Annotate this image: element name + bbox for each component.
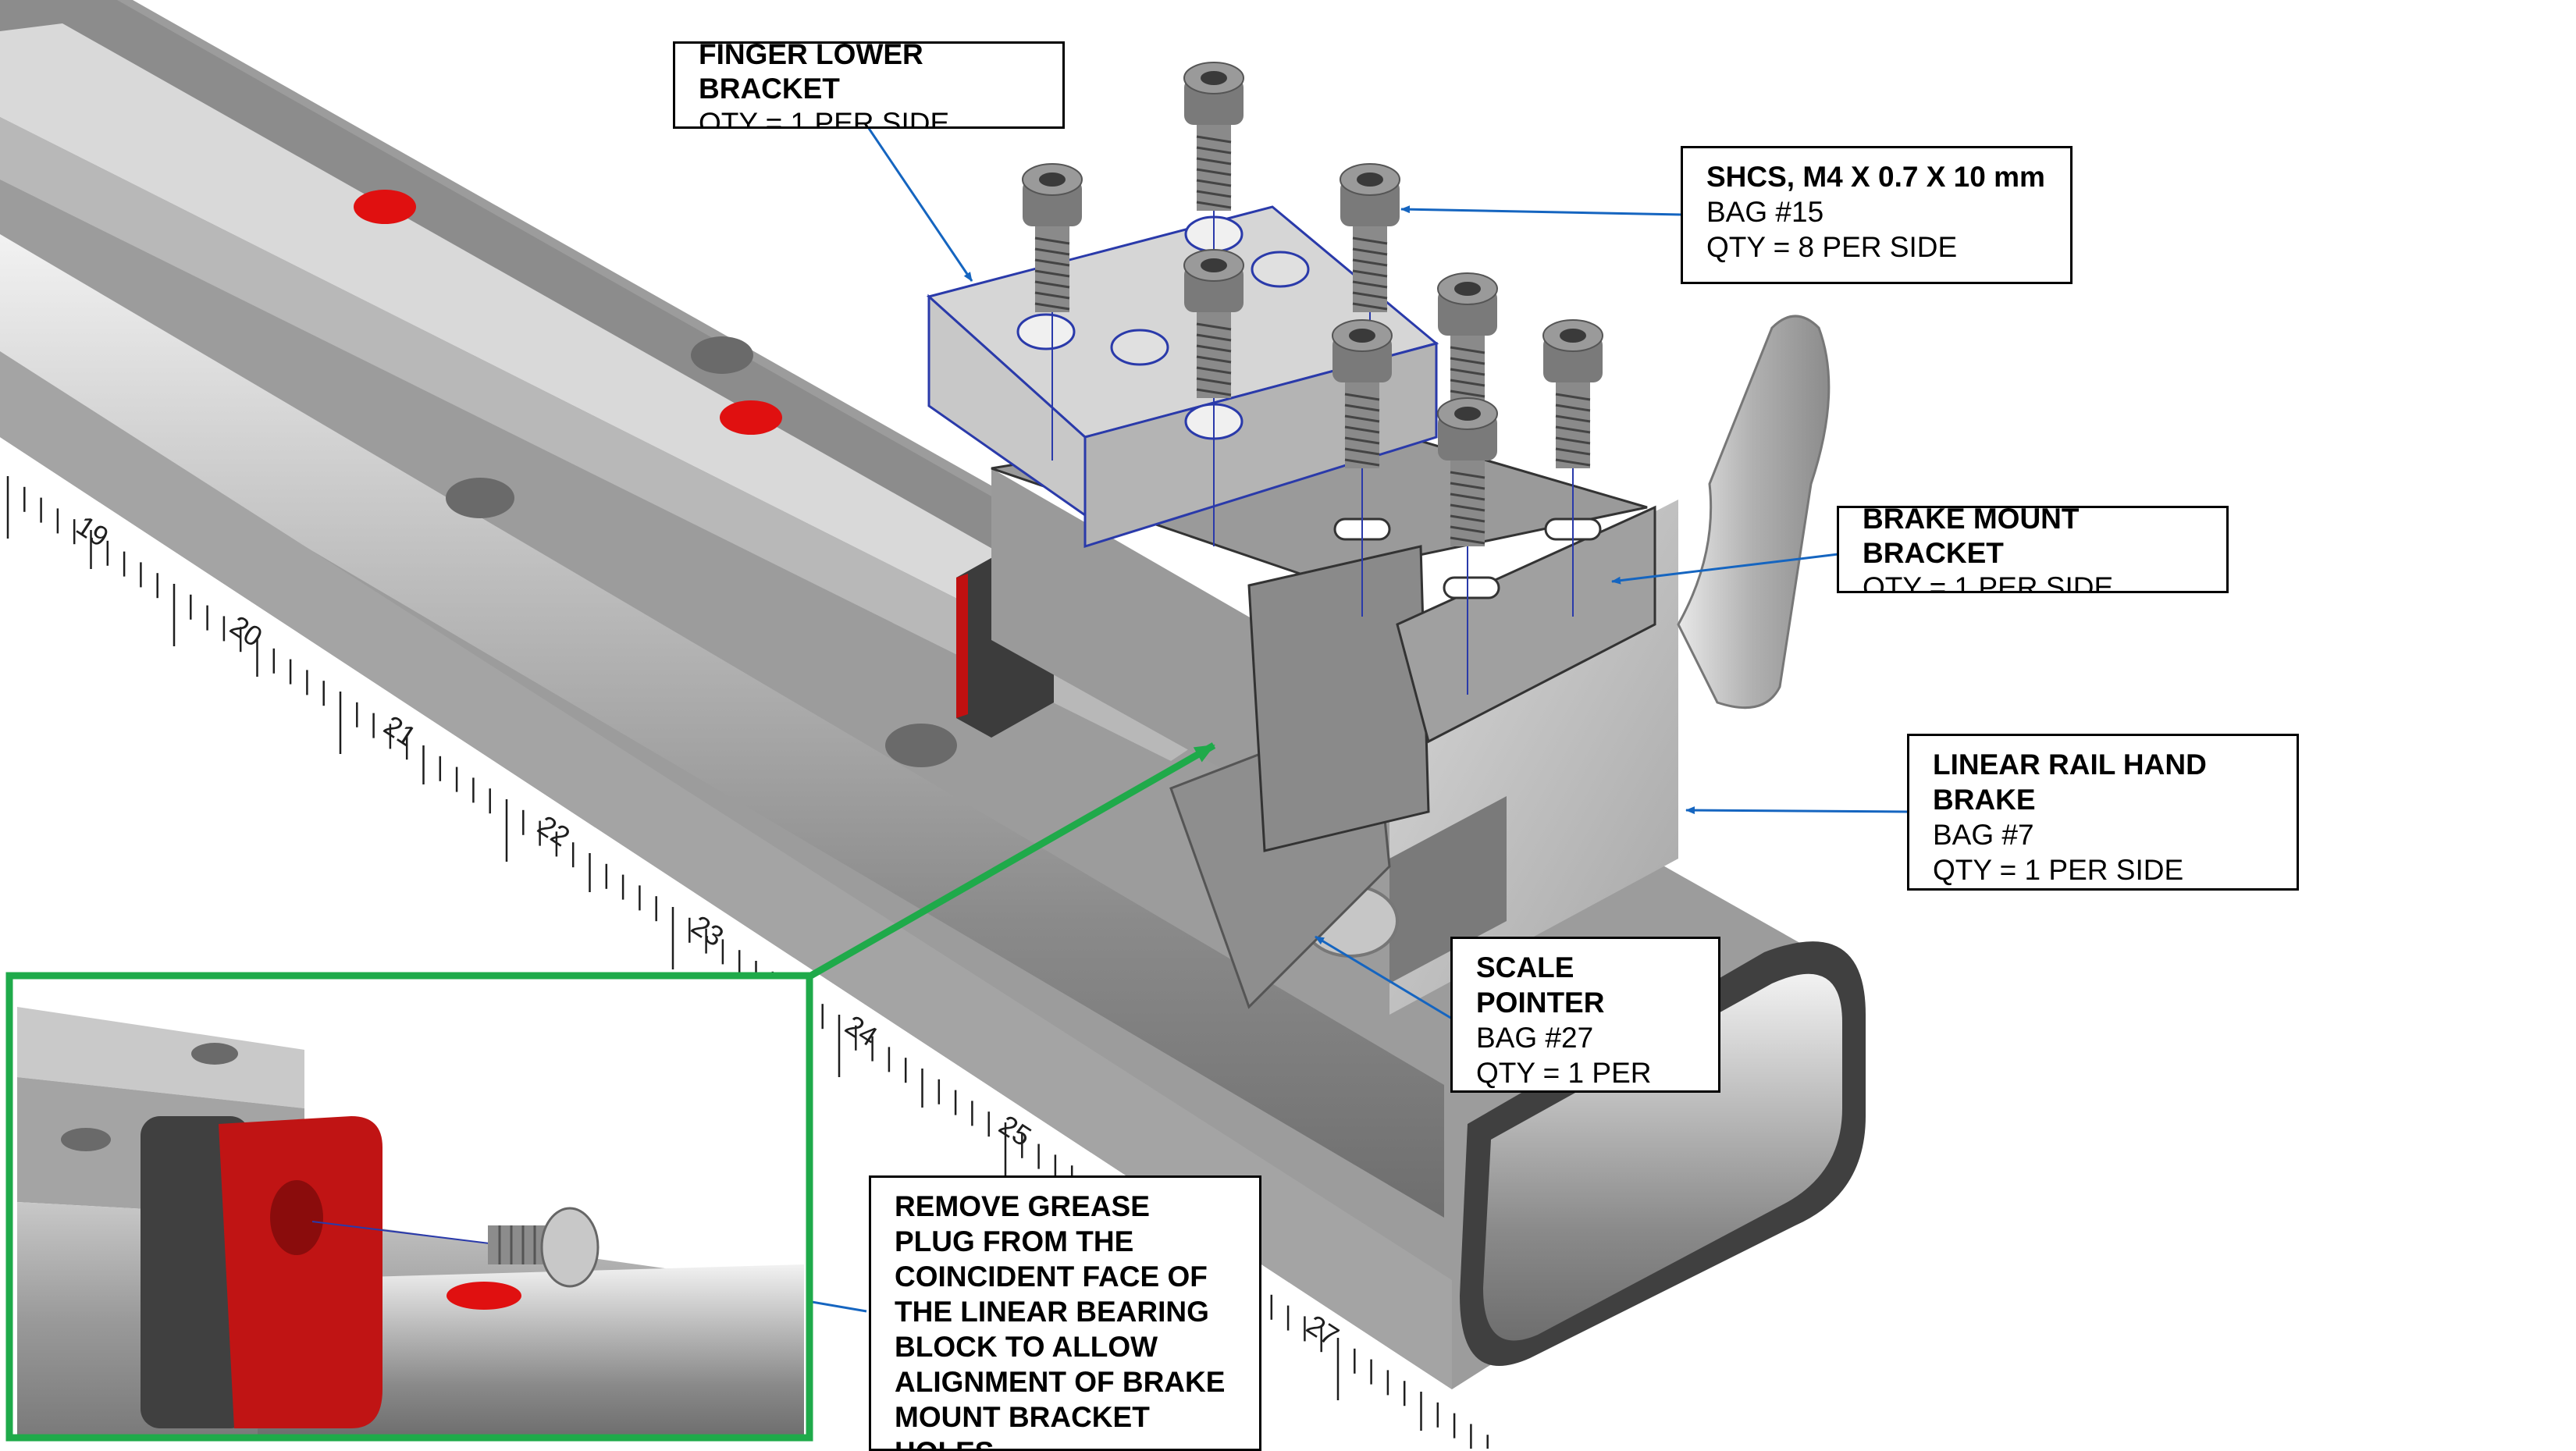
grease-plug-marker [354,190,416,224]
callout-title: FINGER LOWER BRACKET [699,41,923,105]
scale-strip [0,351,1452,1389]
leader-finger-lower-bracket [865,124,973,282]
callout-qty: QTY = 1 PER SIDE [699,107,950,129]
callout-title: SCALE POINTER [1476,951,1605,1019]
detail-bolt-hole [191,1043,238,1065]
leader-brake-mount-bracket [1611,553,1839,585]
scale-tick-label: 22 [532,809,576,852]
callout-title: SHCS, M4 X 0.7 X 10 mm [1706,161,2045,193]
shcs-screws [1022,62,1603,695]
rail-bolt-hole [691,336,753,374]
callout-bag: BAG #7 [1933,819,2034,851]
bracket-hole [1110,329,1169,366]
rail-bolt-hole [885,724,957,767]
callout-qty: QTY = 1 PER SIDE [1863,571,2114,593]
slot [1443,576,1500,599]
bracket-hole [1251,251,1310,288]
leader-shcs [1400,205,1683,216]
callout-shcs: SHCS, M4 X 0.7 X 10 mm BAG #15 QTY = 8 P… [1681,146,2073,284]
linear-rail [0,0,1866,1389]
callout-title: BRAKE MOUNT BRACKET [1863,506,2080,569]
callout-qty: QTY = 1 PER SIDE [1933,854,2184,886]
shcs-screw [1437,397,1498,695]
scale-tick-label: 20 [225,609,269,653]
leader-hand-brake [1685,806,1909,815]
detail-seal-red [219,1116,382,1428]
shcs-screw [1183,62,1244,359]
detail-grease-port [270,1180,323,1255]
leader-scale-pointer [1315,935,1453,1020]
rail-bolt-hole [446,478,514,518]
shcs-screw [1340,163,1400,461]
scale-tick-label: 21 [379,709,422,752]
bracket-hole [1016,313,1076,350]
callout-linear-rail-hand-brake: LINEAR RAIL HAND BRAKE BAG #7 QTY = 1 PE… [1907,734,2299,891]
callout-qty: QTY = 8 PER SIDE [1706,231,1958,263]
grease-plug-marker [720,400,782,435]
shcs-screw [1332,319,1393,617]
callout-bag: BAG #15 [1706,196,1824,228]
callout-note-text: REMOVE GREASE PLUG FROM THE COINCIDENT F… [895,1190,1226,1449]
hand-brake-lever [1677,315,1831,709]
callout-brake-mount-bracket: BRAKE MOUNT BRACKET QTY = 1 PER SIDE [1837,506,2229,593]
scale-tick-label: 24 [840,1008,884,1052]
callout-finger-lower-bracket: FINGER LOWER BRACKET QTY = 1 PER SIDE [673,41,1065,129]
shcs-screw [1542,319,1603,617]
callout-scale-pointer: SCALE POINTER BAG #27 QTY = 1 PER SIDE [1450,937,1720,1093]
shcs-screw [1022,163,1083,461]
callout-qty: QTY = 1 PER SIDE [1476,1057,1652,1089]
scale-tick-label: 25 [994,1108,1037,1152]
detail-frame [5,972,813,1442]
detail-inset [5,972,813,1442]
detail-arrow [802,742,1216,983]
callout-bag: BAG #27 [1476,1022,1594,1054]
detail-bolt-hole [61,1128,111,1151]
detail-grease-plug-hole [447,1282,521,1310]
grease-plug [488,1207,600,1288]
callout-title: LINEAR RAIL HAND BRAKE [1933,749,2207,816]
shcs-screw [1183,249,1244,546]
callout-grease-plug-note: REMOVE GREASE PLUG FROM THE COINCIDENT F… [869,1175,1261,1451]
